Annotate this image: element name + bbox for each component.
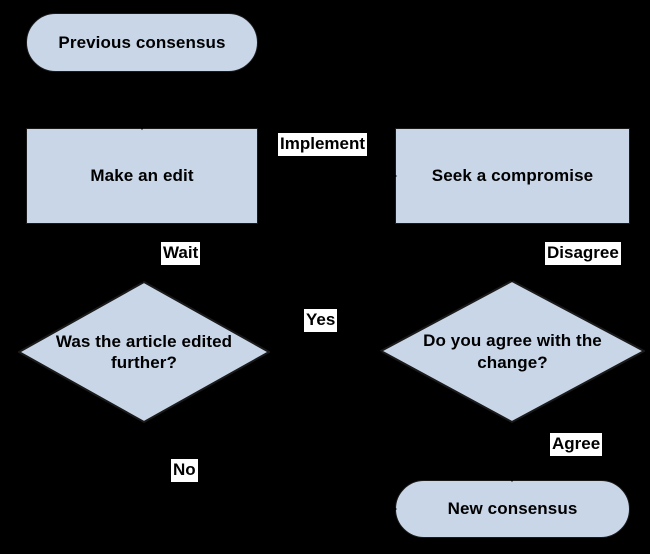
edge-label-agree: Agree	[549, 432, 604, 457]
edge-label-disagree: Disagree	[544, 241, 622, 266]
node-was-the-article-edited-further[interactable]: Was the article edited further?	[18, 281, 270, 423]
edge-label-yes: Yes	[303, 308, 339, 333]
arrowhead-make-to-seek	[384, 169, 398, 183]
arrowhead-agree-to-new	[505, 469, 519, 483]
edge-label-implement: Implement	[277, 132, 369, 157]
node-label: Do you agree with the change?	[423, 331, 602, 372]
arrowhead-edited-to-agree	[369, 345, 383, 359]
node-seek-a-compromise[interactable]: Seek a compromise	[395, 128, 630, 224]
arrowhead-make-to-edited	[135, 270, 149, 284]
diamond-shape	[380, 280, 645, 423]
arrowhead-edited-to-new	[384, 502, 398, 516]
arrowhead-seek-to-agree	[505, 269, 519, 283]
node-make-an-edit[interactable]: Make an edit	[26, 128, 258, 224]
diamond-shape	[18, 281, 270, 423]
node-label: Make an edit	[90, 166, 194, 186]
node-label: Previous consensus	[58, 32, 226, 52]
node-do-you-agree-with-the-change[interactable]: Do you agree with the change?	[380, 280, 645, 423]
node-label: Seek a compromise	[431, 166, 594, 186]
arrowhead-previous-to-make	[135, 117, 149, 131]
node-label: Was the article edited further?	[55, 331, 233, 372]
edge-label-wait: Wait	[160, 241, 202, 266]
edge-label-no: No	[170, 458, 199, 483]
node-new-consensus[interactable]: New consensus	[395, 480, 630, 538]
node-label: New consensus	[447, 499, 578, 519]
node-previous-consensus[interactable]: Previous consensus	[26, 13, 258, 72]
